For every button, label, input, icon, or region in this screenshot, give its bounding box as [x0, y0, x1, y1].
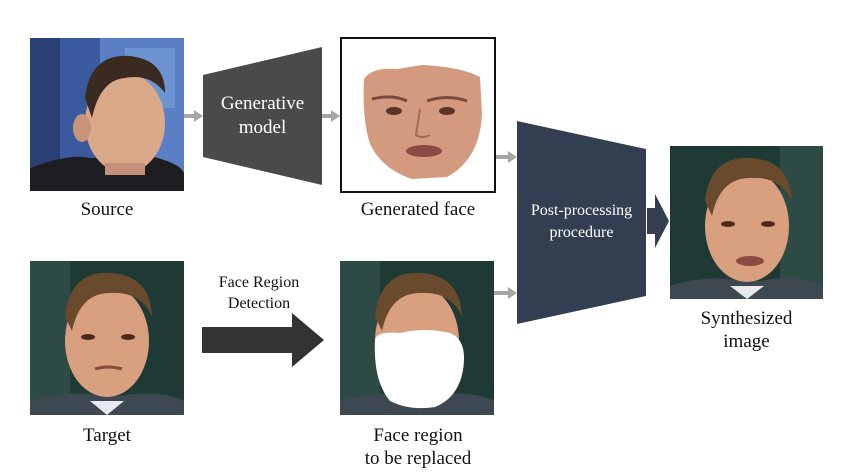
post-processing-shape — [517, 121, 646, 324]
generative-model-label-line2: model — [238, 117, 287, 138]
post-processing-block: Post-processing procedure — [517, 121, 646, 324]
face-region-detection-label: Face Region Detection — [198, 272, 320, 314]
face-region-detection-arrow — [202, 313, 324, 367]
synthesized-caption-line2: image — [723, 331, 770, 352]
face-region-image — [340, 261, 494, 415]
face-region-detection-line2: Detection — [227, 295, 291, 312]
synthesized-caption-line1: Synthesized — [700, 308, 793, 329]
masked-face-region — [374, 330, 465, 409]
post-processing-label-line2: procedure — [549, 224, 614, 241]
generative-model-label-line1: Generative — [220, 93, 305, 114]
post-processing-label-line1: Post-processing — [530, 202, 633, 219]
generated-face-caption: Generated face — [360, 199, 476, 220]
generative-model-shape — [203, 47, 322, 185]
connector-generated-to-post — [496, 151, 517, 163]
target-caption: Target — [83, 425, 131, 446]
connector-source-to-model — [184, 110, 203, 122]
source-caption: Source — [80, 199, 134, 220]
connector-region-to-post — [494, 287, 517, 299]
generative-model-block: Generative model — [203, 47, 322, 185]
output-arrow — [647, 194, 669, 248]
target-image — [30, 261, 184, 415]
synthesized-caption: Synthesized image — [660, 307, 833, 353]
synthesized-image — [670, 146, 823, 299]
face-region-caption-line1: Face region — [373, 425, 463, 446]
face-region-caption-line2: to be replaced — [364, 448, 472, 469]
face-region-detection-line1: Face Region — [218, 274, 300, 291]
generated-face-image — [340, 37, 496, 193]
source-image — [30, 38, 184, 191]
face-region-caption: Face region to be replaced — [320, 424, 516, 470]
connector-model-to-generated — [322, 110, 340, 122]
